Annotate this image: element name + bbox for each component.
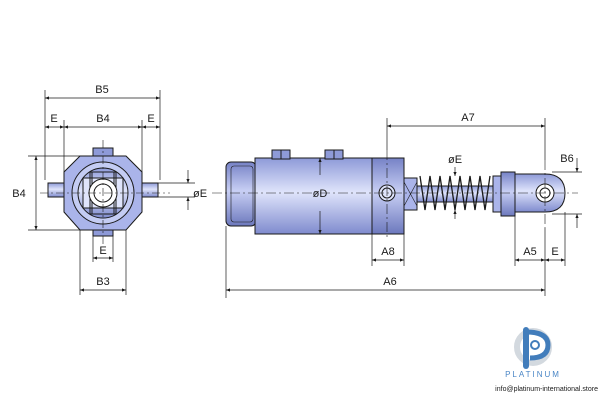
label-b4-top: B4	[96, 113, 109, 125]
label-b5: B5	[95, 84, 108, 96]
dimension-labels: B5 E B4 E B4 øE E B3 A7 B6 øE øD A8 A5 E…	[12, 84, 573, 288]
label-oe-spring: øE	[448, 154, 462, 166]
brand-email: info@platinum-international.store	[495, 386, 598, 393]
label-a5: A5	[523, 246, 536, 258]
label-e-bottom: E	[99, 245, 106, 257]
side-view-dimensions	[225, 118, 582, 298]
label-a8: A8	[381, 246, 394, 258]
end-view-centerlines	[40, 140, 170, 246]
label-oe-left: øE	[193, 188, 207, 200]
label-b6: B6	[560, 153, 573, 165]
label-a6: A6	[383, 276, 396, 288]
label-b3: B3	[96, 276, 109, 288]
end-view-dimensions	[28, 90, 195, 295]
label-e-top-left: E	[50, 113, 57, 125]
side-view	[225, 149, 566, 235]
label-e-top-right: E	[147, 113, 154, 125]
label-od: øD	[313, 188, 328, 200]
label-b4-left: B4	[12, 188, 25, 200]
side-view-centerline	[212, 150, 578, 240]
brand-name: PLATINUM	[505, 370, 561, 379]
label-a7: A7	[461, 112, 474, 124]
label-e-right: E	[551, 246, 558, 258]
